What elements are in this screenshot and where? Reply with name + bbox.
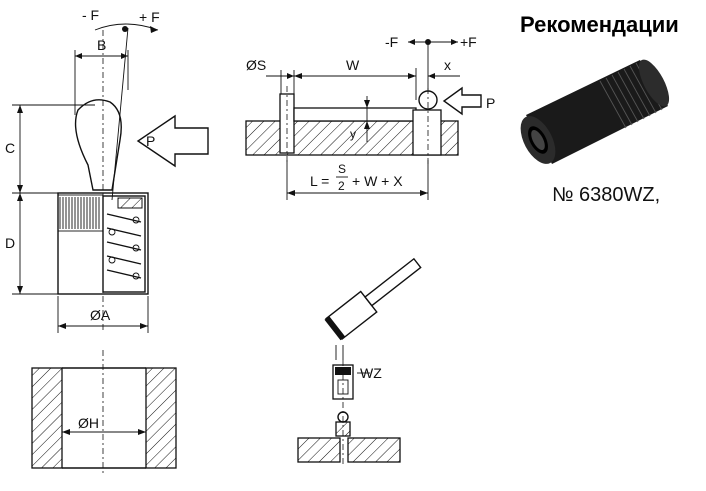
pressure-label: P: [146, 133, 155, 149]
hammer-icon: [324, 257, 422, 341]
install-pressure-label: P: [486, 95, 495, 111]
dim-a-label: ØA: [90, 307, 111, 323]
install-force-minus: -F: [385, 34, 398, 50]
pressure-arrow: P: [136, 114, 209, 168]
dim-x-label: x: [444, 57, 451, 73]
tool-installation: WZ: [297, 257, 422, 465]
dim-b-label: B: [97, 37, 106, 53]
dim-c-label: C: [5, 140, 15, 156]
force-plus-label: + F: [139, 9, 160, 25]
formula-numerator: S: [338, 162, 346, 176]
formula-right: + W + X: [352, 173, 403, 189]
installation-diagram: -F +F ØS W x y P: [245, 34, 495, 200]
formula-left: L =: [310, 173, 329, 189]
dim-w-label: W: [346, 57, 360, 73]
formula-denominator: 2: [338, 179, 345, 193]
dim-d-label: D: [5, 235, 15, 251]
mounting-hole-section: ØH: [31, 350, 177, 475]
install-force-plus: +F: [460, 34, 477, 50]
dim-s-label: ØS: [246, 57, 266, 73]
spring: [106, 213, 142, 280]
tool-photo: [520, 59, 670, 164]
force-minus-label: - F: [82, 7, 99, 23]
recommendation-title: Рекомендации: [520, 12, 679, 37]
knurl-band: [57, 194, 104, 232]
tool-label: WZ: [360, 365, 382, 381]
dim-y-label: y: [350, 127, 356, 141]
plunger-side-view: - F + F B C D: [5, 7, 209, 333]
recommendation-model: № 6380WZ,: [552, 184, 661, 206]
dim-h-label: ØH: [78, 415, 99, 431]
